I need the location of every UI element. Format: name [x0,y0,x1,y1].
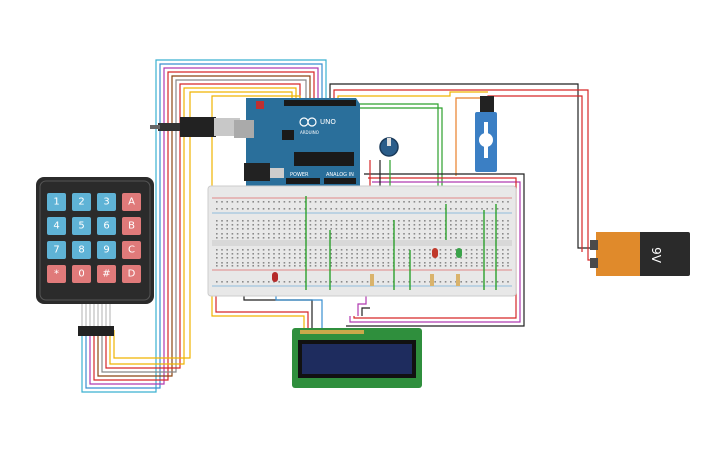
wire-black-right[interactable] [346,173,525,327]
capacitor [270,168,284,178]
wire-keypad-2[interactable] [85,63,323,389]
keypad-key-label: 6 [103,221,109,232]
usb-connector [214,118,240,136]
servo-arm [484,122,488,158]
wire-keypad-3[interactable] [89,67,319,385]
battery-copper [596,232,640,276]
keypad-header [78,326,114,336]
keypad-keys: 1 2 3 A 4 5 6 B 7 8 9 C * 0 # D [47,193,141,283]
wire-keypad-9[interactable] [113,91,293,359]
wire-arduino-yellow-servo[interactable] [337,91,488,100]
keypad-key-A[interactable]: A [122,193,141,211]
wire-red-right[interactable] [353,177,517,319]
potentiometer-indicator [387,138,391,146]
battery-9v[interactable]: 9V [590,232,690,276]
keypad-key-D[interactable]: D [122,265,141,283]
resistor-2[interactable] [430,274,434,286]
breadboard-jumpers [305,196,497,290]
keypad-key-label: 9 [103,245,109,256]
keypad-key-6[interactable]: 6 [97,217,116,235]
servo-connector [480,96,494,112]
keypad-key-star[interactable]: * [47,265,66,283]
led-green[interactable] [456,248,462,258]
wire-keypad-5[interactable] [97,75,311,377]
power-label: POWER [290,172,309,178]
keypad-key-7[interactable]: 7 [47,241,66,259]
keypad-ribbon [81,304,111,326]
keypad-key-4[interactable]: 4 [47,217,66,235]
resistor-1[interactable] [370,274,374,286]
keypad-border [39,180,151,301]
keypad-key-B[interactable]: B [122,217,141,235]
usb-cable-end [150,125,160,129]
wire-green-2[interactable] [346,107,443,196]
arduino-logo-icon [299,117,317,127]
wire-keypad-7[interactable] [105,83,301,369]
keypad-key-label: A [128,197,135,208]
keypad-key-1[interactable]: 1 [47,193,66,211]
servo-motor[interactable] [475,96,497,172]
analog-label: ANALOG IN [326,172,354,178]
keypad-key-3[interactable]: 3 [97,193,116,211]
keypad-key-label: # [102,269,110,280]
power-jack [244,163,270,181]
led-red-right[interactable] [432,248,438,258]
keypad-key-label: 7 [53,245,59,256]
wire-keypad-6[interactable] [101,79,307,373]
potentiometer[interactable] [379,137,399,157]
keypad-4x4[interactable]: 1 2 3 A 4 5 6 B 7 8 9 C * 0 # D [36,177,154,336]
keypad-key-0[interactable]: 0 [72,265,91,283]
resistor-3[interactable] [456,274,460,286]
keypad-key-label: B [128,221,135,232]
breadboard-channel [212,240,512,246]
keypad-key-label: 5 [78,221,84,232]
keypad-key-label: 4 [53,221,59,232]
arduino-logo-text: UNO [320,118,336,126]
keypad-key-label: 0 [78,269,84,280]
battery-terminal-pos [590,258,598,268]
analog-header [324,178,356,184]
keypad-key-label: 3 [103,197,109,208]
keypad-key-hash[interactable]: # [97,265,116,283]
usb-cable [158,123,182,131]
keypad-key-C[interactable]: C [122,241,141,259]
keypad-key-label: * [54,269,59,280]
wire-purple-right[interactable] [349,181,521,323]
battery-terminal-neg [590,240,598,250]
lcd-16x2[interactable] [292,328,422,388]
keypad-key-label: 1 [53,197,59,208]
reset-button[interactable] [256,101,264,109]
keypad-key-8[interactable]: 8 [72,241,91,259]
wire-arduino-black-top[interactable] [329,83,596,249]
keypad-key-label: D [128,269,136,280]
led-red-left[interactable] [272,272,278,282]
breadboard[interactable] [207,185,517,297]
power-header [286,178,320,184]
usb-plug [180,117,216,137]
usb-port [234,120,254,138]
battery-label: 9V [649,247,663,264]
keypad-key-label: C [128,245,135,256]
wire-lcd-black[interactable] [361,307,370,316]
wire-keypad-8[interactable] [109,87,297,365]
keypad-key-label: 8 [78,245,84,256]
wire-keypad-1[interactable] [81,59,327,393]
arduino-uno[interactable]: UNO ARDUINO POWER ANALOG IN [150,98,360,186]
wire-servo-orange[interactable] [455,97,482,176]
lcd-pins [300,330,364,334]
keypad-key-5[interactable]: 5 [72,217,91,235]
arduino-brand-text: ARDUINO [300,130,319,135]
wire-green-1[interactable] [342,103,439,196]
keypad-key-2[interactable]: 2 [72,193,91,211]
keypad-key-9[interactable]: 9 [97,241,116,259]
digital-header [284,100,356,106]
lcd-screen [302,344,412,374]
atmega-chip [294,152,354,166]
small-chip [282,130,294,140]
keypad-key-label: 2 [78,197,84,208]
wire-keypad-4[interactable] [93,71,315,381]
